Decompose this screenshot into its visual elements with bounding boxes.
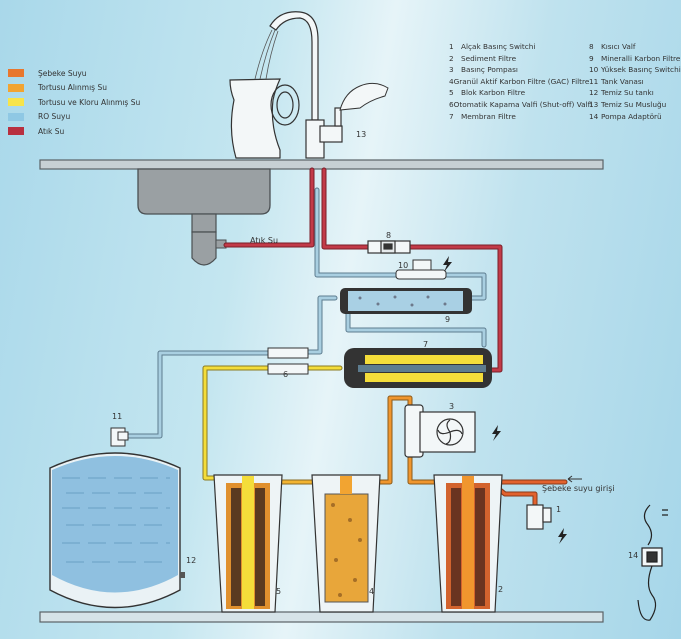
electric-icons — [443, 256, 567, 544]
callout-14: 14 — [628, 551, 639, 560]
pipe-yellow — [202, 365, 343, 481]
booster-pump — [404, 404, 476, 458]
waste-water-label: Atık Su — [250, 236, 279, 245]
pipe-mains-switch — [497, 487, 538, 508]
hand — [339, 82, 389, 111]
clean-water-tank — [49, 452, 185, 609]
pipe-ro-mineral-in — [297, 295, 338, 355]
legend-item-sediment-free: Tortusu Alınmış Su — [8, 81, 140, 96]
legend-label: Atık Su — [38, 126, 65, 136]
inlet-arrow — [567, 475, 582, 483]
callout-1: 1 — [556, 505, 562, 514]
legend-swatch — [8, 98, 24, 107]
legend-label: Tortusu ve Kloru Alınmış Su — [38, 97, 141, 107]
callout-2: 2 — [498, 585, 504, 594]
legend-item-chlorine-free: Tortusu ve Kloru Alınmış Su — [8, 95, 140, 110]
tank-valve — [110, 427, 129, 447]
countertop — [39, 159, 604, 170]
membrane-filter — [344, 348, 492, 388]
legend: Şebeke Suyu Tortusu Alınmış Su Tortusu v… — [8, 66, 140, 139]
callout-13: 13 — [356, 130, 367, 139]
water-stream — [254, 29, 279, 80]
callout-4: 4 — [369, 587, 375, 596]
legend-item-mains: Şebeke Suyu — [8, 66, 140, 81]
legend-label: Tortusu Alınmış Su — [38, 83, 107, 93]
shutoff-valve — [267, 347, 309, 375]
legend-swatch — [8, 127, 24, 136]
floor-shelf — [39, 611, 604, 623]
legend-item-waste: Atık Su — [8, 124, 140, 139]
callout-9: 9 — [445, 315, 451, 324]
legend-swatch — [8, 112, 24, 121]
callout-5: 5 — [276, 587, 282, 596]
mains-inlet-label: Şebeke suyu girişi — [542, 484, 615, 493]
gac-filter — [311, 474, 381, 613]
callout-8: 8 — [386, 231, 392, 240]
low-pressure-switch — [526, 504, 552, 530]
callout-7: 7 — [423, 340, 429, 349]
lightning-icon — [558, 528, 567, 544]
pitcher — [229, 78, 300, 159]
sediment-filter — [433, 474, 503, 613]
high-pressure-switch — [395, 259, 447, 280]
callout-3: 3 — [449, 402, 455, 411]
legend-swatch — [8, 83, 24, 92]
faucet — [269, 11, 343, 159]
legend-label: Şebeke Suyu — [38, 68, 87, 78]
lightning-icon — [443, 256, 452, 272]
sink — [137, 168, 271, 266]
lightning-icon — [492, 425, 501, 441]
legend-item-ro: RO Suyu — [8, 110, 140, 125]
callout-6: 6 — [283, 370, 289, 379]
mineral-carbon-filter — [340, 288, 472, 314]
pump-adapter — [637, 504, 668, 621]
block-carbon-filter — [213, 474, 283, 613]
legend-label: RO Suyu — [38, 112, 71, 122]
legend-swatch — [8, 69, 24, 78]
restrictor-valve — [367, 240, 411, 254]
callout-11: 11 — [112, 412, 123, 421]
callout-12: 12 — [186, 556, 197, 565]
callout-10: 10 — [398, 261, 409, 270]
pipe-pump-to-sediment — [407, 452, 437, 485]
